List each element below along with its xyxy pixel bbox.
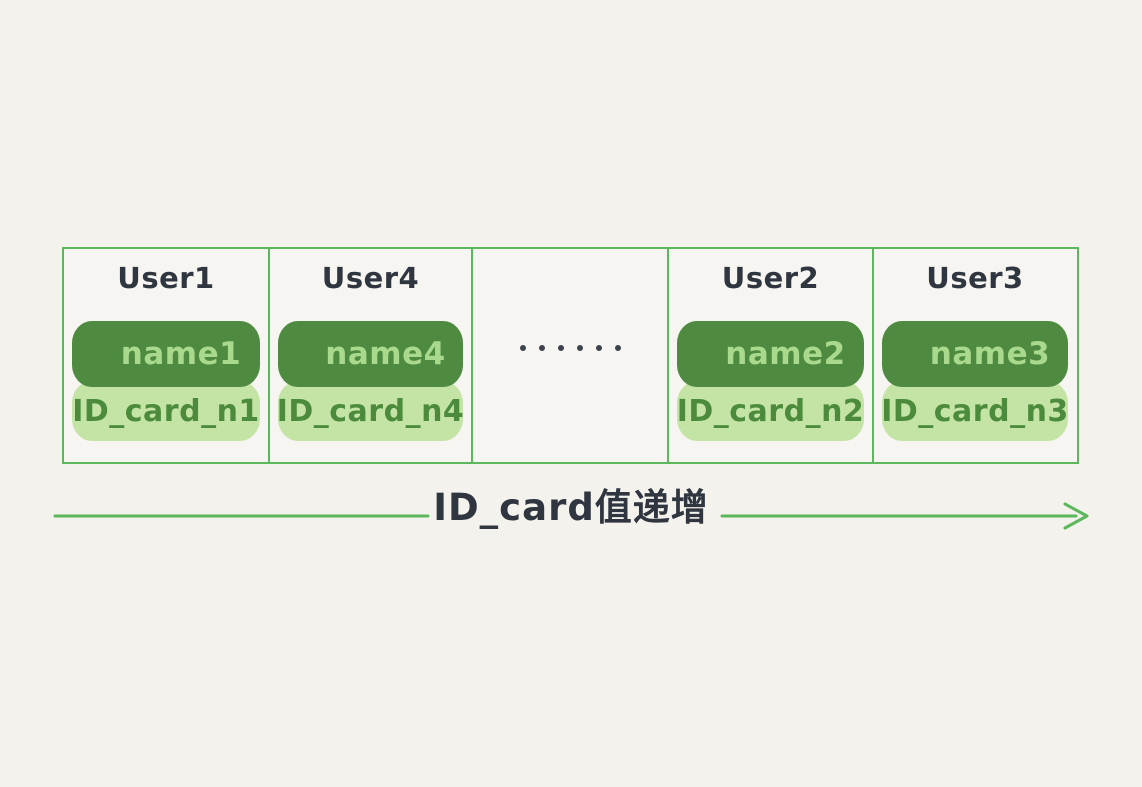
id-card-pill-user4: ID_card_n4 [277, 381, 464, 441]
name-pill-user4: name4 [278, 321, 463, 387]
ellipsis-dot [595, 345, 602, 351]
pill-stack-user2: name2 ID_card_n2 [677, 321, 864, 441]
pill-stack-user3: name3 ID_card_n3 [881, 321, 1068, 441]
cell-header-user4: User4 [321, 261, 420, 295]
cell-header-user1: User1 [117, 261, 215, 295]
ellipsis-dot [538, 345, 545, 351]
ellipsis-icon [473, 345, 667, 351]
user-table: User1 name1 ID_card_n1 User4 name4 ID_ca… [62, 247, 1079, 464]
table-cell-user2: User2 name2 ID_card_n2 [669, 249, 874, 462]
cell-header-user2: User2 [721, 261, 820, 295]
ellipsis-dot [557, 345, 564, 351]
axis-arrowhead [1063, 502, 1089, 530]
table-cell-ellipsis [473, 249, 669, 462]
name-pill-user3: name3 [882, 321, 1068, 387]
name-pill-user2: name2 [677, 321, 864, 387]
table-cell-user4: User4 name4 ID_card_n4 [270, 249, 473, 462]
ellipsis-dot [614, 345, 621, 351]
id-card-pill-user3: ID_card_n3 [881, 381, 1068, 441]
ellipsis-dot [576, 345, 583, 351]
id-card-pill-user2: ID_card_n2 [677, 381, 864, 441]
table-cell-user1: User1 name1 ID_card_n1 [64, 249, 270, 462]
pill-stack-user4: name4 ID_card_n4 [277, 321, 464, 441]
ellipsis-dot [519, 345, 526, 351]
pill-stack-user1: name1 ID_card_n1 [72, 321, 260, 441]
axis-arrow [53, 502, 1089, 530]
name-pill-user1: name1 [72, 321, 260, 387]
table-cell-user3: User3 name3 ID_card_n3 [874, 249, 1076, 462]
id-card-pill-user1: ID_card_n1 [72, 381, 260, 441]
cell-header-user3: User3 [926, 261, 1024, 295]
